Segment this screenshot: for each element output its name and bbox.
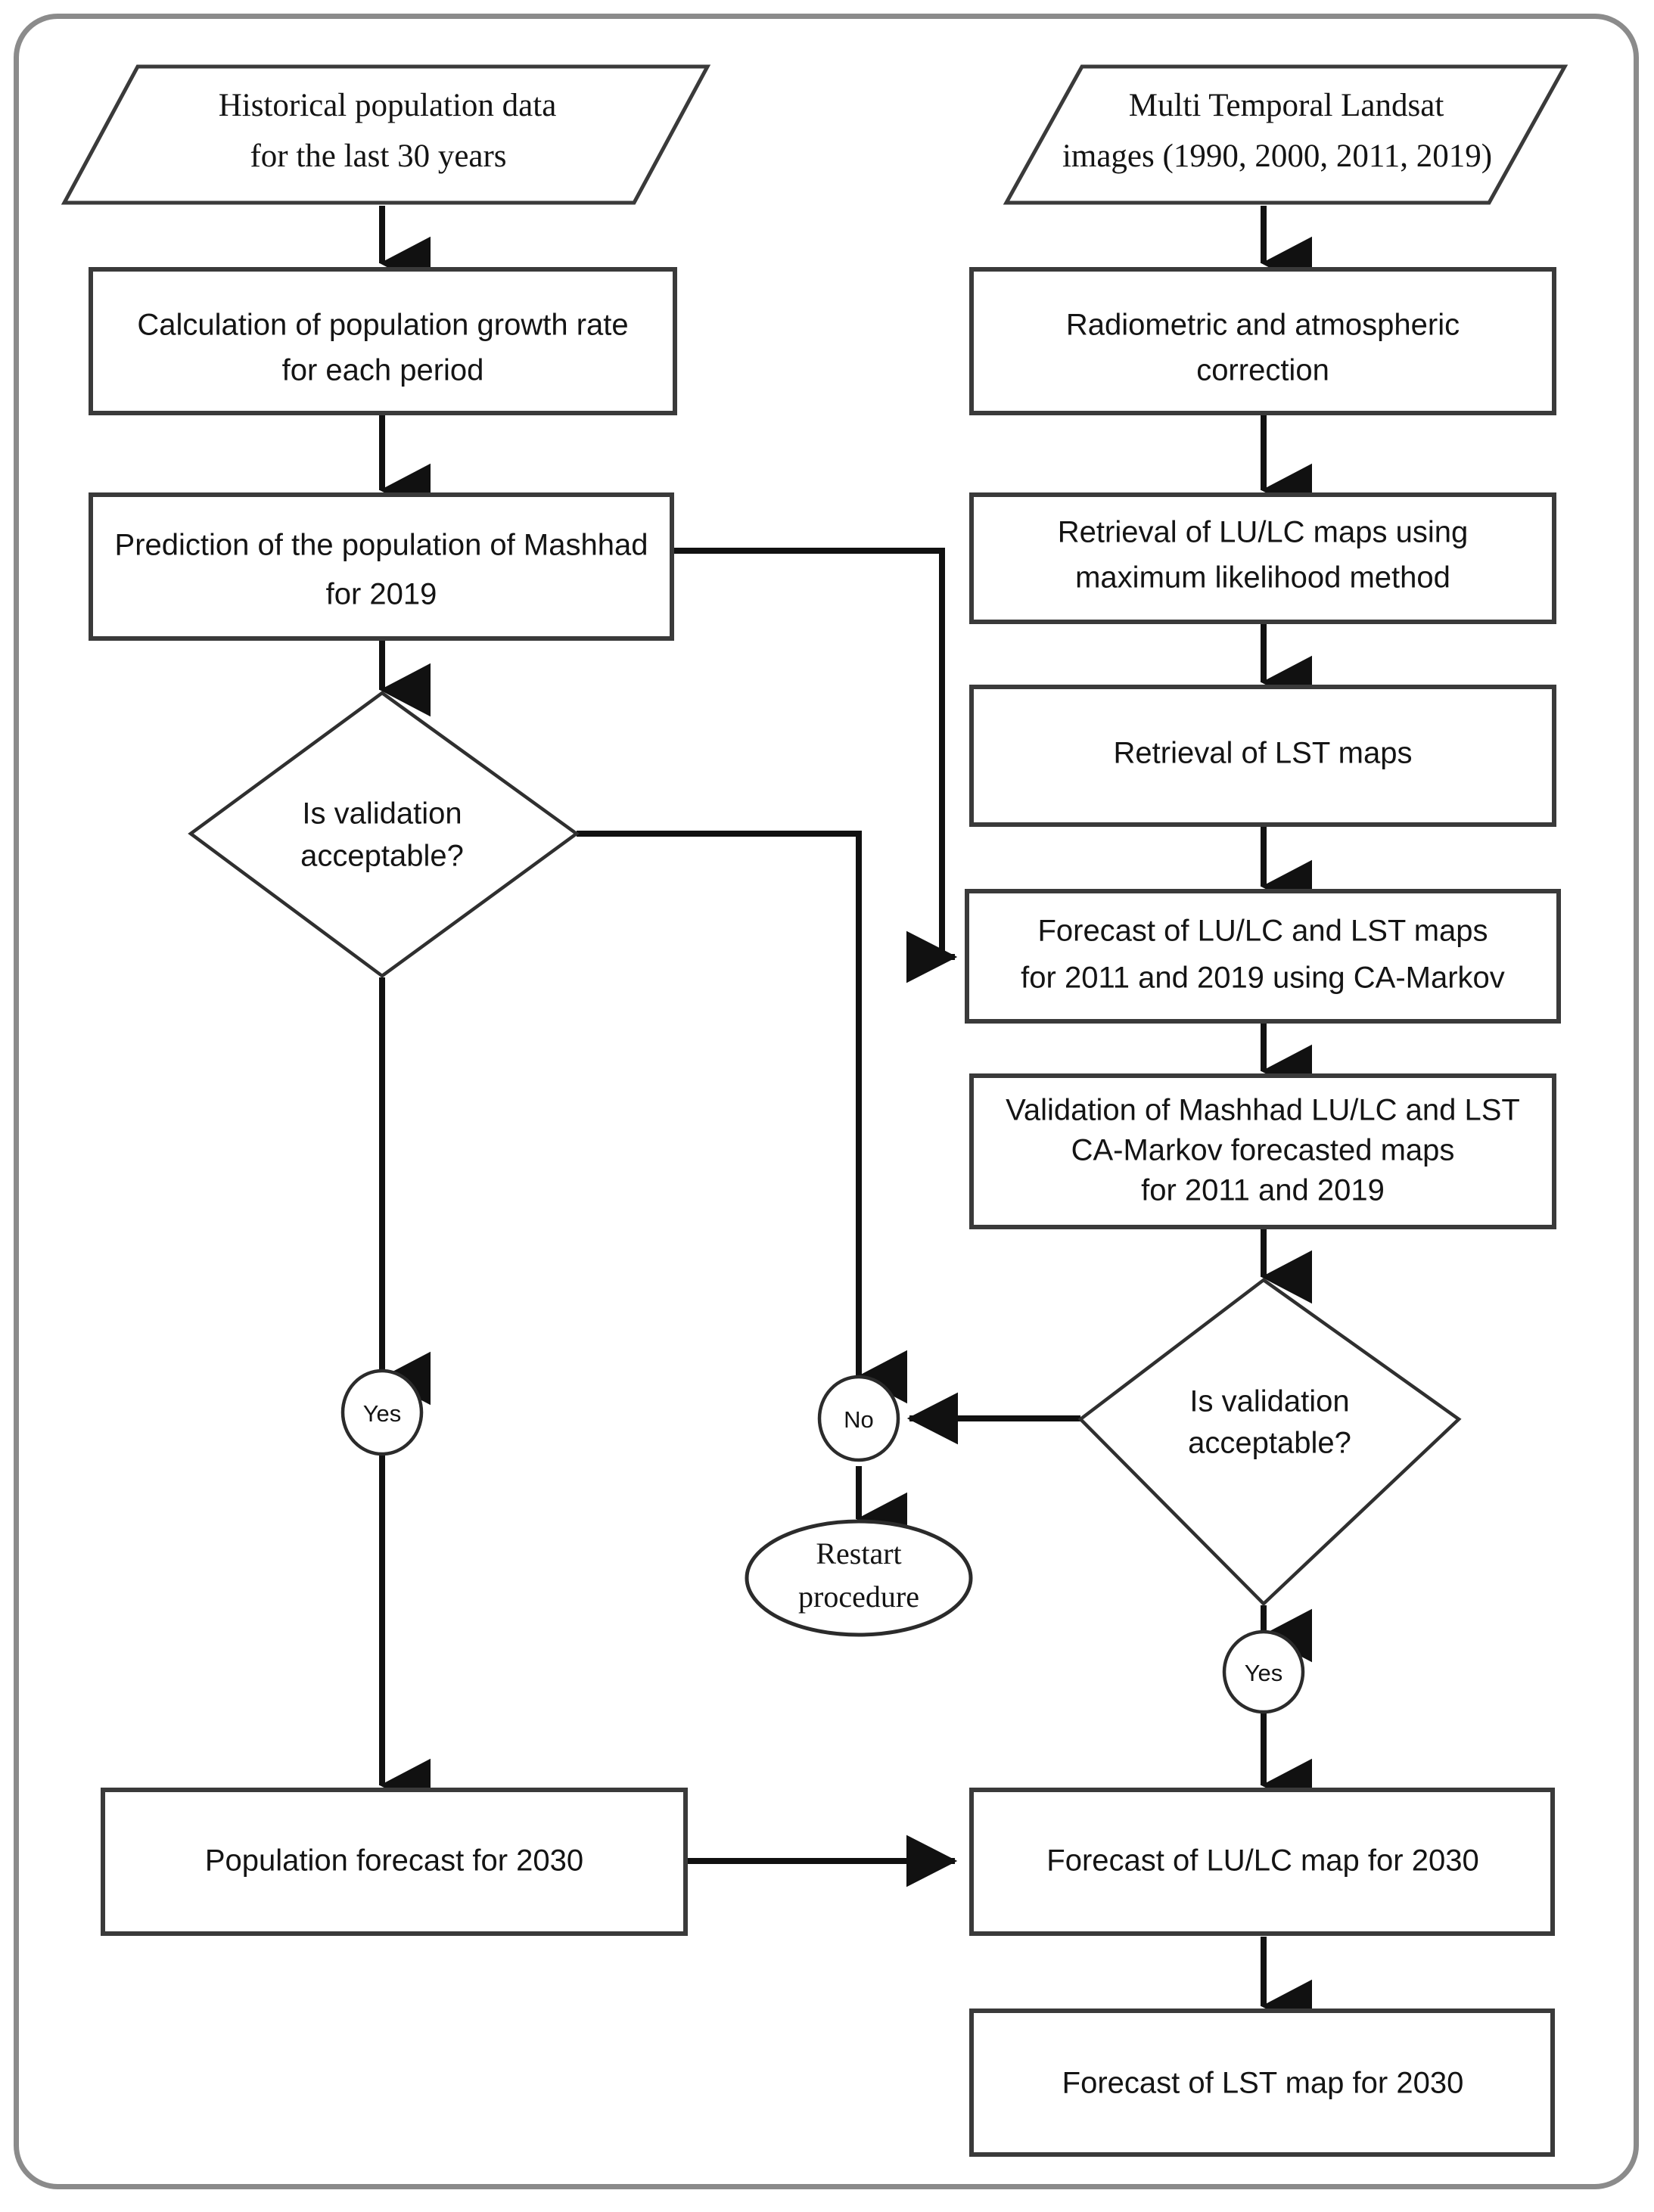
correction-line2: correction [1196, 354, 1329, 387]
historical-data-line2: for the last 30 years [250, 138, 506, 174]
node-yes-connector-left[interactable]: Yes [340, 1369, 424, 1456]
forecast-camarkov-line2: for 2011 and 2019 using CA-Markov [1021, 962, 1505, 995]
node-decision-validation-left[interactable]: Is validation acceptable? [188, 691, 580, 978]
node-restart-procedure[interactable]: Restart procedure [745, 1519, 973, 1637]
node-forecast-camarkov[interactable]: Forecast of LU/LC and LST maps for 2011 … [965, 889, 1561, 1024]
landsat-line2: images (1990, 2000, 2011, 2019) [1062, 138, 1492, 174]
prediction-line1: Prediction of the population of Mashhad [115, 529, 648, 562]
right-yes-label: Yes [1245, 1660, 1283, 1686]
validation-line3: for 2011 and 2019 [1141, 1174, 1385, 1207]
no-label: No [844, 1406, 874, 1433]
lulc-2030-line1: Forecast of LU/LC map for 2030 [1046, 1844, 1478, 1878]
node-forecast-lulc-map-2030[interactable]: Forecast of LU/LC map for 2030 [969, 1788, 1555, 1936]
left-yes-label: Yes [363, 1400, 402, 1427]
node-retrieval-lst-maps[interactable]: Retrieval of LST maps [969, 685, 1556, 827]
node-decision-validation-right[interactable]: Is validation acceptable? [1077, 1278, 1462, 1607]
node-forecast-lst-map-2030[interactable]: Forecast of LST map for 2030 [969, 2009, 1555, 2157]
validation-line1: Validation of Mashhad LU/LC and LST [1006, 1094, 1520, 1127]
lulc-retrieval-line2: maximum likelihood method [1075, 561, 1450, 595]
prediction-line2: for 2019 [326, 578, 437, 611]
node-yes-connector-right[interactable]: Yes [1222, 1629, 1305, 1714]
node-calculation-growth-rate[interactable]: Calculation of population growth rate fo… [89, 267, 677, 415]
growth-rate-line1: Calculation of population growth rate [137, 309, 628, 342]
node-prediction-population-mashhad[interactable]: Prediction of the population of Mashhad … [89, 492, 674, 641]
node-no-connector[interactable]: No [817, 1375, 900, 1462]
left-decision-line2: acceptable? [300, 840, 464, 873]
node-population-forecast-2030[interactable]: Population forecast for 2030 [101, 1788, 688, 1936]
node-multi-temporal-landsat-images[interactable]: Multi Temporal Landsat images (1990, 200… [1003, 64, 1569, 205]
right-decision-line2: acceptable? [1188, 1427, 1351, 1460]
right-decision-line1: Is validation [1189, 1385, 1349, 1418]
node-radiometric-atmospheric-correction[interactable]: Radiometric and atmospheric correction [969, 267, 1556, 415]
restart-line2: procedure [798, 1580, 919, 1614]
validation-line2: CA-Markov forecasted maps [1071, 1134, 1455, 1167]
lst-2030-line1: Forecast of LST map for 2030 [1062, 2067, 1464, 2100]
population-forecast-line1: Population forecast for 2030 [205, 1844, 583, 1878]
node-historical-population-data[interactable]: Historical population data for the last … [61, 64, 711, 205]
landsat-line1: Multi Temporal Landsat [1129, 88, 1444, 123]
connector-prediction-to-forecast-camarkov [672, 548, 958, 983]
correction-line1: Radiometric and atmospheric [1066, 309, 1460, 342]
historical-data-line1: Historical population data [219, 88, 557, 123]
restart-line1: Restart [816, 1536, 901, 1570]
lst-retrieval-line1: Retrieval of LST maps [1114, 737, 1413, 770]
connector-left-decision-no [577, 831, 907, 1404]
lulc-retrieval-line1: Retrieval of LU/LC maps using [1058, 516, 1468, 549]
node-validation-forecasted-maps[interactable]: Validation of Mashhad LU/LC and LST CA-M… [969, 1073, 1556, 1229]
node-retrieval-lulc-maps[interactable]: Retrieval of LU/LC maps using maximum li… [969, 492, 1556, 624]
forecast-camarkov-line1: Forecast of LU/LC and LST maps [1037, 915, 1488, 948]
left-decision-line1: Is validation [302, 797, 462, 831]
growth-rate-line2: for each period [282, 354, 484, 387]
connector-layer [379, 206, 1312, 2033]
